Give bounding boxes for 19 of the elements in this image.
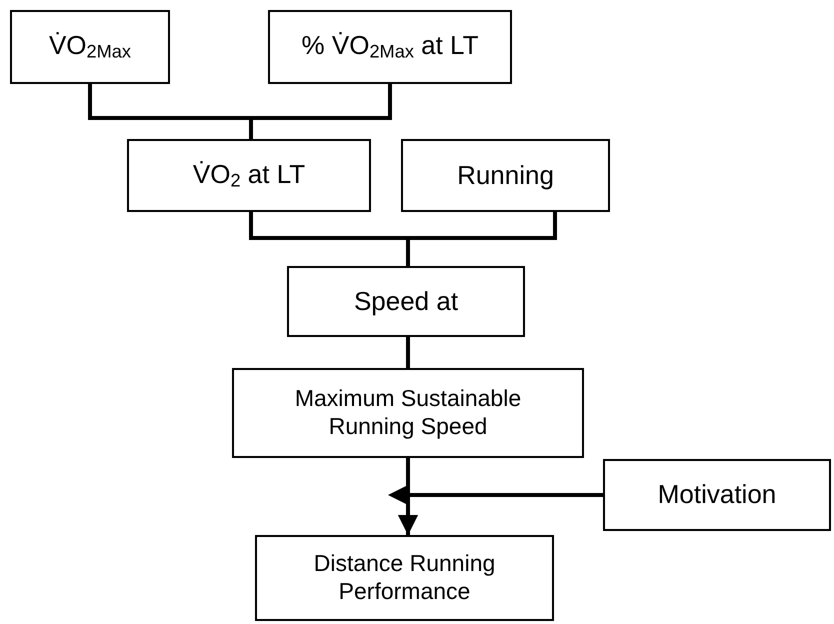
process-box: [287, 266, 525, 337]
box-label: Maximum Sustainable Running Speed: [294, 385, 522, 441]
box-label: V̇O$_{2Max}$: [48, 30, 132, 64]
process-box: [603, 459, 831, 531]
process-box: [232, 368, 584, 458]
process-box: [10, 10, 170, 84]
box-label: Running: [457, 160, 554, 192]
process-box: [268, 10, 512, 84]
box-label: Speed at: [354, 286, 458, 318]
box-label: Distance Running Performance: [312, 550, 496, 606]
box-label: V̇O$_{2}$ at LT: [192, 158, 306, 192]
box-label: % V̇O$_{2Max}$ at LT: [302, 30, 478, 64]
connector-line: [249, 84, 392, 139]
process-box: [255, 535, 554, 621]
process-box: [401, 139, 610, 212]
connector-line: [406, 212, 557, 266]
box-label: Motivation: [658, 479, 776, 511]
process-box: [127, 139, 371, 212]
connector-line: [406, 337, 410, 368]
